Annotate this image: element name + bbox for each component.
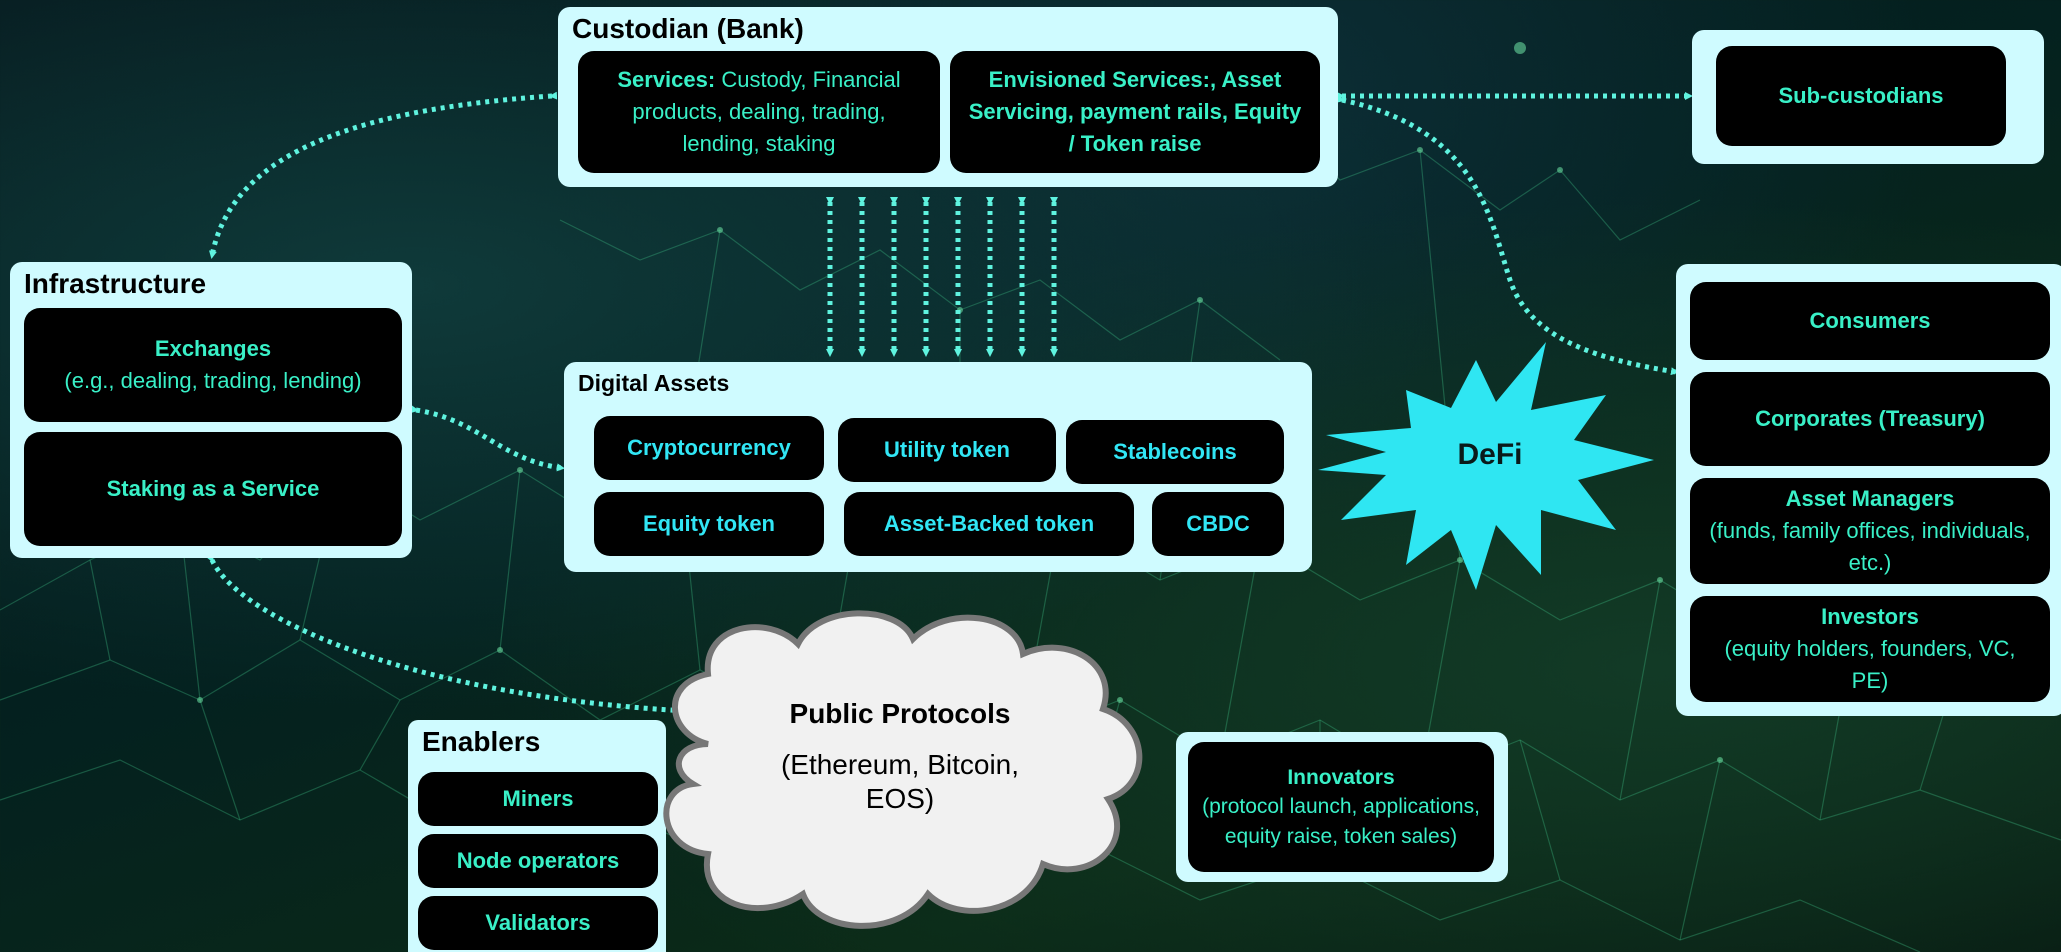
public-protocols-sub: (Ethereum, Bitcoin, EOS) (780, 749, 1020, 814)
infrastructure-panel: Infrastructure Exchanges (e.g., dealing,… (10, 262, 412, 558)
innovators-sub: (protocol launch, applications, equity r… (1202, 795, 1480, 848)
custodian-panel: Custodian (Bank) Services: Custody, Fina… (558, 7, 1338, 187)
enabler-miners[interactable]: Miners (418, 772, 658, 826)
services-rest: Custody, Financial products, dealing, tr… (632, 67, 901, 156)
asset-equity-token[interactable]: Equity token (594, 492, 824, 556)
sub-custodians-label: Sub-custodians (1778, 83, 1944, 109)
enabler-node-operators[interactable]: Node operators (418, 834, 658, 888)
asset-label: CBDC (1186, 511, 1250, 537)
exchanges-sub: (e.g., dealing, trading, lending) (64, 368, 362, 393)
consumers-box[interactable]: Consumers (1690, 282, 2050, 360)
asset-label: Asset-Backed token (883, 511, 1095, 537)
asset-label: Cryptocurrency (627, 435, 791, 461)
envisioned-services-text: Envisioned Services:, Asset Servicing, p… (968, 67, 1302, 156)
staking-box[interactable]: Staking as a Service (24, 432, 402, 546)
asset-asset-backed-token[interactable]: Asset-Backed token (844, 492, 1134, 556)
asset-cbdc[interactable]: CBDC (1152, 492, 1284, 556)
investors-title: Investors (1821, 604, 1919, 630)
innovators-title: Innovators (1287, 765, 1395, 789)
custodian-title: Custodian (Bank) (572, 13, 804, 44)
corporates-label: Corporates (Treasury) (1755, 406, 1985, 432)
investors-sub: (equity holders, founders, VC, PE) (1724, 636, 2016, 693)
asset-stablecoins[interactable]: Stablecoins (1066, 420, 1284, 484)
enablers-title: Enablers (422, 726, 541, 757)
consumers-label: Consumers (1809, 308, 1931, 334)
defi-starburst[interactable] (1316, 340, 1656, 590)
asset-managers-sub: (funds, family offices, individuals, etc… (1709, 518, 2031, 575)
staking-label: Staking as a Service (106, 476, 320, 502)
corporates-box[interactable]: Corporates (Treasury) (1690, 372, 2050, 466)
enabler-label: Miners (502, 786, 574, 812)
asset-label: Utility token (884, 437, 1010, 463)
innovators-panel: Innovators (protocol launch, application… (1176, 732, 1508, 882)
asset-utility-token[interactable]: Utility token (838, 418, 1056, 482)
sub-custodians-box[interactable]: Sub-custodians (1716, 46, 2006, 146)
clients-panel: Consumers Corporates (Treasury) Asset Ma… (1676, 264, 2061, 716)
services-lead: Services: (617, 67, 716, 93)
asset-label: Equity token (642, 511, 775, 537)
custodian-services-box[interactable]: Services: Custody, Financial products, d… (578, 51, 940, 173)
enabler-validators[interactable]: Validators (418, 896, 658, 950)
enabler-label: Node operators (456, 848, 620, 874)
exchanges-title: Exchanges (154, 336, 272, 362)
exchanges-box[interactable]: Exchanges (e.g., dealing, trading, lendi… (24, 308, 402, 422)
enablers-panel: Enablers Miners Node operators Validator… (408, 720, 666, 952)
asset-managers-box[interactable]: Asset Managers (funds, family offices, i… (1690, 478, 2050, 584)
custodian-envisioned-box[interactable]: Envisioned Services:, Asset Servicing, p… (950, 51, 1320, 173)
sub-custodians-panel: Sub-custodians (1692, 30, 2044, 164)
public-protocols-title: Public Protocols (789, 698, 1011, 729)
asset-managers-title: Asset Managers (1785, 486, 1955, 512)
infrastructure-title: Infrastructure (24, 268, 207, 299)
digital-assets-panel: Digital Assets Cryptocurrency Utility to… (564, 362, 1312, 572)
digital-assets-title: Digital Assets (578, 370, 730, 396)
asset-cryptocurrency[interactable]: Cryptocurrency (594, 416, 824, 480)
defi-label: DeFi (1457, 438, 1523, 471)
investors-box[interactable]: Investors (equity holders, founders, VC,… (1690, 596, 2050, 702)
public-protocols-cloud[interactable] (648, 594, 1188, 944)
innovators-box[interactable]: Innovators (protocol launch, application… (1188, 742, 1494, 872)
enabler-label: Validators (485, 910, 591, 936)
asset-label: Stablecoins (1113, 439, 1237, 465)
